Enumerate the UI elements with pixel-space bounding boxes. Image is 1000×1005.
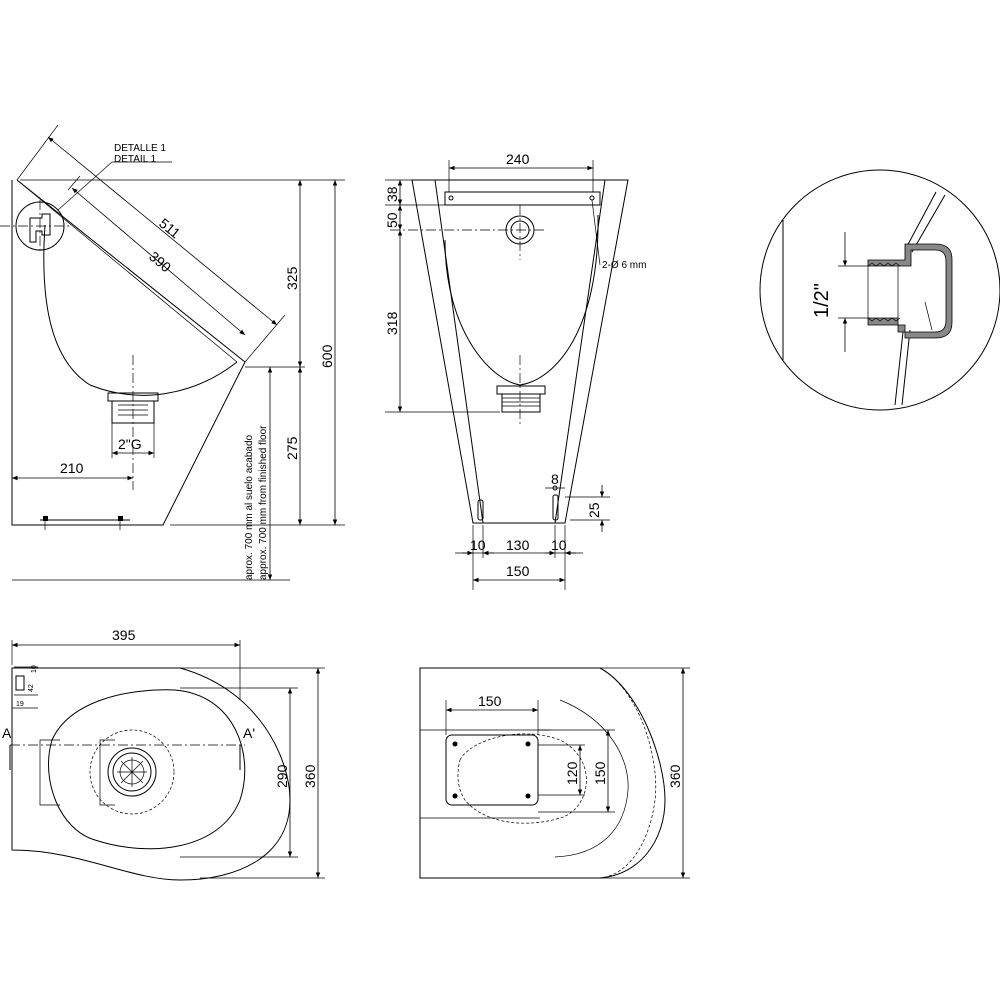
- front-view-outlet: [496, 385, 546, 395]
- top-view-outline: [11, 667, 291, 881]
- dim-10-left: 10: [470, 537, 486, 553]
- dim-360-back-view: 360: [667, 764, 683, 788]
- dim-10: 10: [31, 665, 38, 673]
- dim-width-395: 395: [112, 627, 136, 643]
- dim-19: 19: [16, 701, 24, 708]
- detail-thread-size: 1/2": [811, 283, 833, 318]
- side-view-bowl: [43, 224, 238, 396]
- detail-fitting: [867, 243, 953, 339]
- dim-318: 318: [384, 311, 400, 335]
- dim-25: 25: [586, 502, 602, 518]
- side-view: DETALLE 1 DETAIL 1 511 390 325 275 600 2…: [0, 124, 345, 581]
- dim-height-275: 275: [284, 436, 300, 460]
- mount-holes-note: 2-Ø 6 mm: [602, 260, 646, 271]
- section-label-a-prime: A': [243, 725, 255, 741]
- top-view-bowl: [48, 689, 246, 850]
- dim-plate-width-150: 150: [478, 693, 502, 709]
- top-view: A A' 42 10 19 395 290 360: [2, 627, 325, 881]
- dim-290: 290: [274, 764, 290, 788]
- dim-42: 42: [28, 684, 35, 692]
- detail-1-label-es: DETALLE 1: [114, 143, 166, 154]
- mount-height-note-es: aprox. 700 mm al suelo acabado: [244, 434, 255, 580]
- dim-width-240: 240: [506, 151, 530, 167]
- dim-outlet-offset-210: 210: [60, 460, 84, 476]
- back-view: 150 120 150 360: [419, 667, 690, 879]
- top-view-drain: [107, 747, 157, 797]
- dim-diagonal-511: 511: [156, 215, 184, 242]
- dim-120: 120: [564, 761, 580, 785]
- dim-50: 50: [384, 212, 400, 228]
- dim-plate-height-150: 150: [592, 761, 608, 785]
- section-label-a: A: [2, 725, 12, 741]
- dim-10-right: 10: [551, 537, 567, 553]
- back-view-outline: [419, 667, 666, 879]
- back-view-bowl-hidden: [457, 733, 587, 824]
- front-view-top-bracket: [444, 191, 601, 206]
- outlet-thread-label: 2"G: [118, 436, 142, 452]
- dim-8: 8: [551, 471, 559, 487]
- detail-1-label-en: DETAIL 1: [114, 154, 157, 165]
- detail-view: 1/2": [759, 169, 1000, 411]
- detail-view-circle: [759, 169, 1000, 411]
- dim-130: 130: [506, 537, 530, 553]
- side-view-body-outline: [11, 179, 246, 526]
- dim-360-top-view: 360: [302, 764, 318, 788]
- front-view-bowl: [444, 214, 599, 386]
- back-view-mount-plate: [445, 734, 539, 806]
- mount-height-note-en: approx. 700 mm from finished floor: [258, 425, 269, 580]
- front-view: 240 38 50 318 2-Ø 6 mm 8 25 10 130: [384, 151, 646, 590]
- dim-38: 38: [384, 186, 400, 202]
- dim-height-325: 325: [284, 266, 300, 290]
- dim-height-600: 600: [319, 344, 335, 368]
- dim-150: 150: [506, 563, 530, 579]
